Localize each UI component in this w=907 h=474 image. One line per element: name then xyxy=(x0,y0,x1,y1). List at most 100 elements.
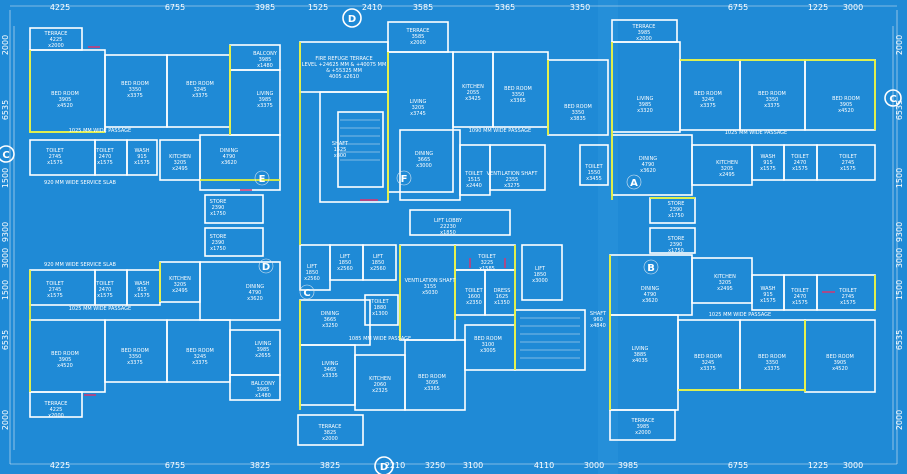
room-label-text: LIVING xyxy=(255,341,272,347)
room-label-text: LIFT xyxy=(307,264,318,270)
wing-marker-label: D xyxy=(262,262,270,273)
room-label-text: VENTILATION SHAFT xyxy=(487,171,539,177)
room-label-text: BED ROOM xyxy=(186,81,214,87)
room-label-text: SHAFT xyxy=(332,141,349,147)
room-label-text: LIVING xyxy=(637,96,654,102)
wing-marker-label: E xyxy=(259,174,266,185)
room-label-text: BED ROOM xyxy=(474,336,502,342)
room-label-text: BED ROOM xyxy=(564,104,592,110)
room-label-text: VENTILATION SHAFT xyxy=(405,278,457,284)
dim-bottom: 3825 xyxy=(320,461,340,470)
room-label-text: TOILET xyxy=(477,254,496,260)
dim-right: 6535 xyxy=(895,100,904,120)
room-label-text: BED ROOM xyxy=(121,81,149,87)
room-label-text: KITCHEN xyxy=(369,376,391,382)
room-label-text: SHAFT xyxy=(590,311,607,317)
room-label-text: TOILET xyxy=(370,299,389,305)
walls xyxy=(29,19,876,446)
dim-top: 3585 xyxy=(413,3,433,12)
room-label-text: BED ROOM xyxy=(758,91,786,97)
room-label-text: WASH xyxy=(134,148,149,154)
room-label-text: WASH xyxy=(760,154,775,160)
room-label-text: TOILET xyxy=(584,164,603,170)
room-label-text: TOILET xyxy=(95,281,114,287)
room-service-tl: 920 MM WIDE SERVICE SLAB xyxy=(44,180,117,186)
grid-marker-left-c: C xyxy=(0,145,15,163)
dim-left: 6535 xyxy=(1,330,10,350)
grid-marker-top-d: D xyxy=(342,8,362,28)
room-label-text: LIVING xyxy=(632,346,649,352)
dimension-lines xyxy=(9,5,898,465)
highlight-walls xyxy=(29,42,876,410)
dim-top: 3350 xyxy=(570,3,590,12)
dim-bottom: 3000 xyxy=(843,461,863,470)
room-label-text: FIRE REFUGE TERRACE xyxy=(315,56,372,62)
room-label-text: KITCHEN xyxy=(714,274,736,280)
room-label-text: 1025 MM WIDE PASSAGE xyxy=(69,306,131,312)
room-label-text: STORE xyxy=(210,234,227,240)
room-label-text: LIVING xyxy=(257,91,274,97)
grid-marker-label: C xyxy=(2,150,9,161)
dim-bottom: 3250 xyxy=(425,461,445,470)
room-label-text: TERRACE xyxy=(406,28,430,34)
room-label-text: 4005 x2610 xyxy=(329,74,359,80)
room-label-text: WASH xyxy=(760,286,775,292)
dim-top: 6755 xyxy=(728,3,748,12)
dim-left: 2000 xyxy=(1,35,10,55)
room-label-text: TERRACE xyxy=(631,418,655,424)
dim-top: 3985 xyxy=(255,3,275,12)
left-dimensions: 2000 6535 1500 9300 3000 1500 6535 2000 xyxy=(1,35,10,430)
dim-top: 2410 xyxy=(362,3,382,12)
room-label-text: TOILET xyxy=(790,154,809,160)
dim-top: 5365 xyxy=(495,3,515,12)
top-dimensions: 4225 6755 3985 1525 2410 3585 5365 3350 … xyxy=(50,3,863,12)
wing-marker-e: E xyxy=(254,170,270,186)
room-label-text: TOILET xyxy=(95,148,114,154)
